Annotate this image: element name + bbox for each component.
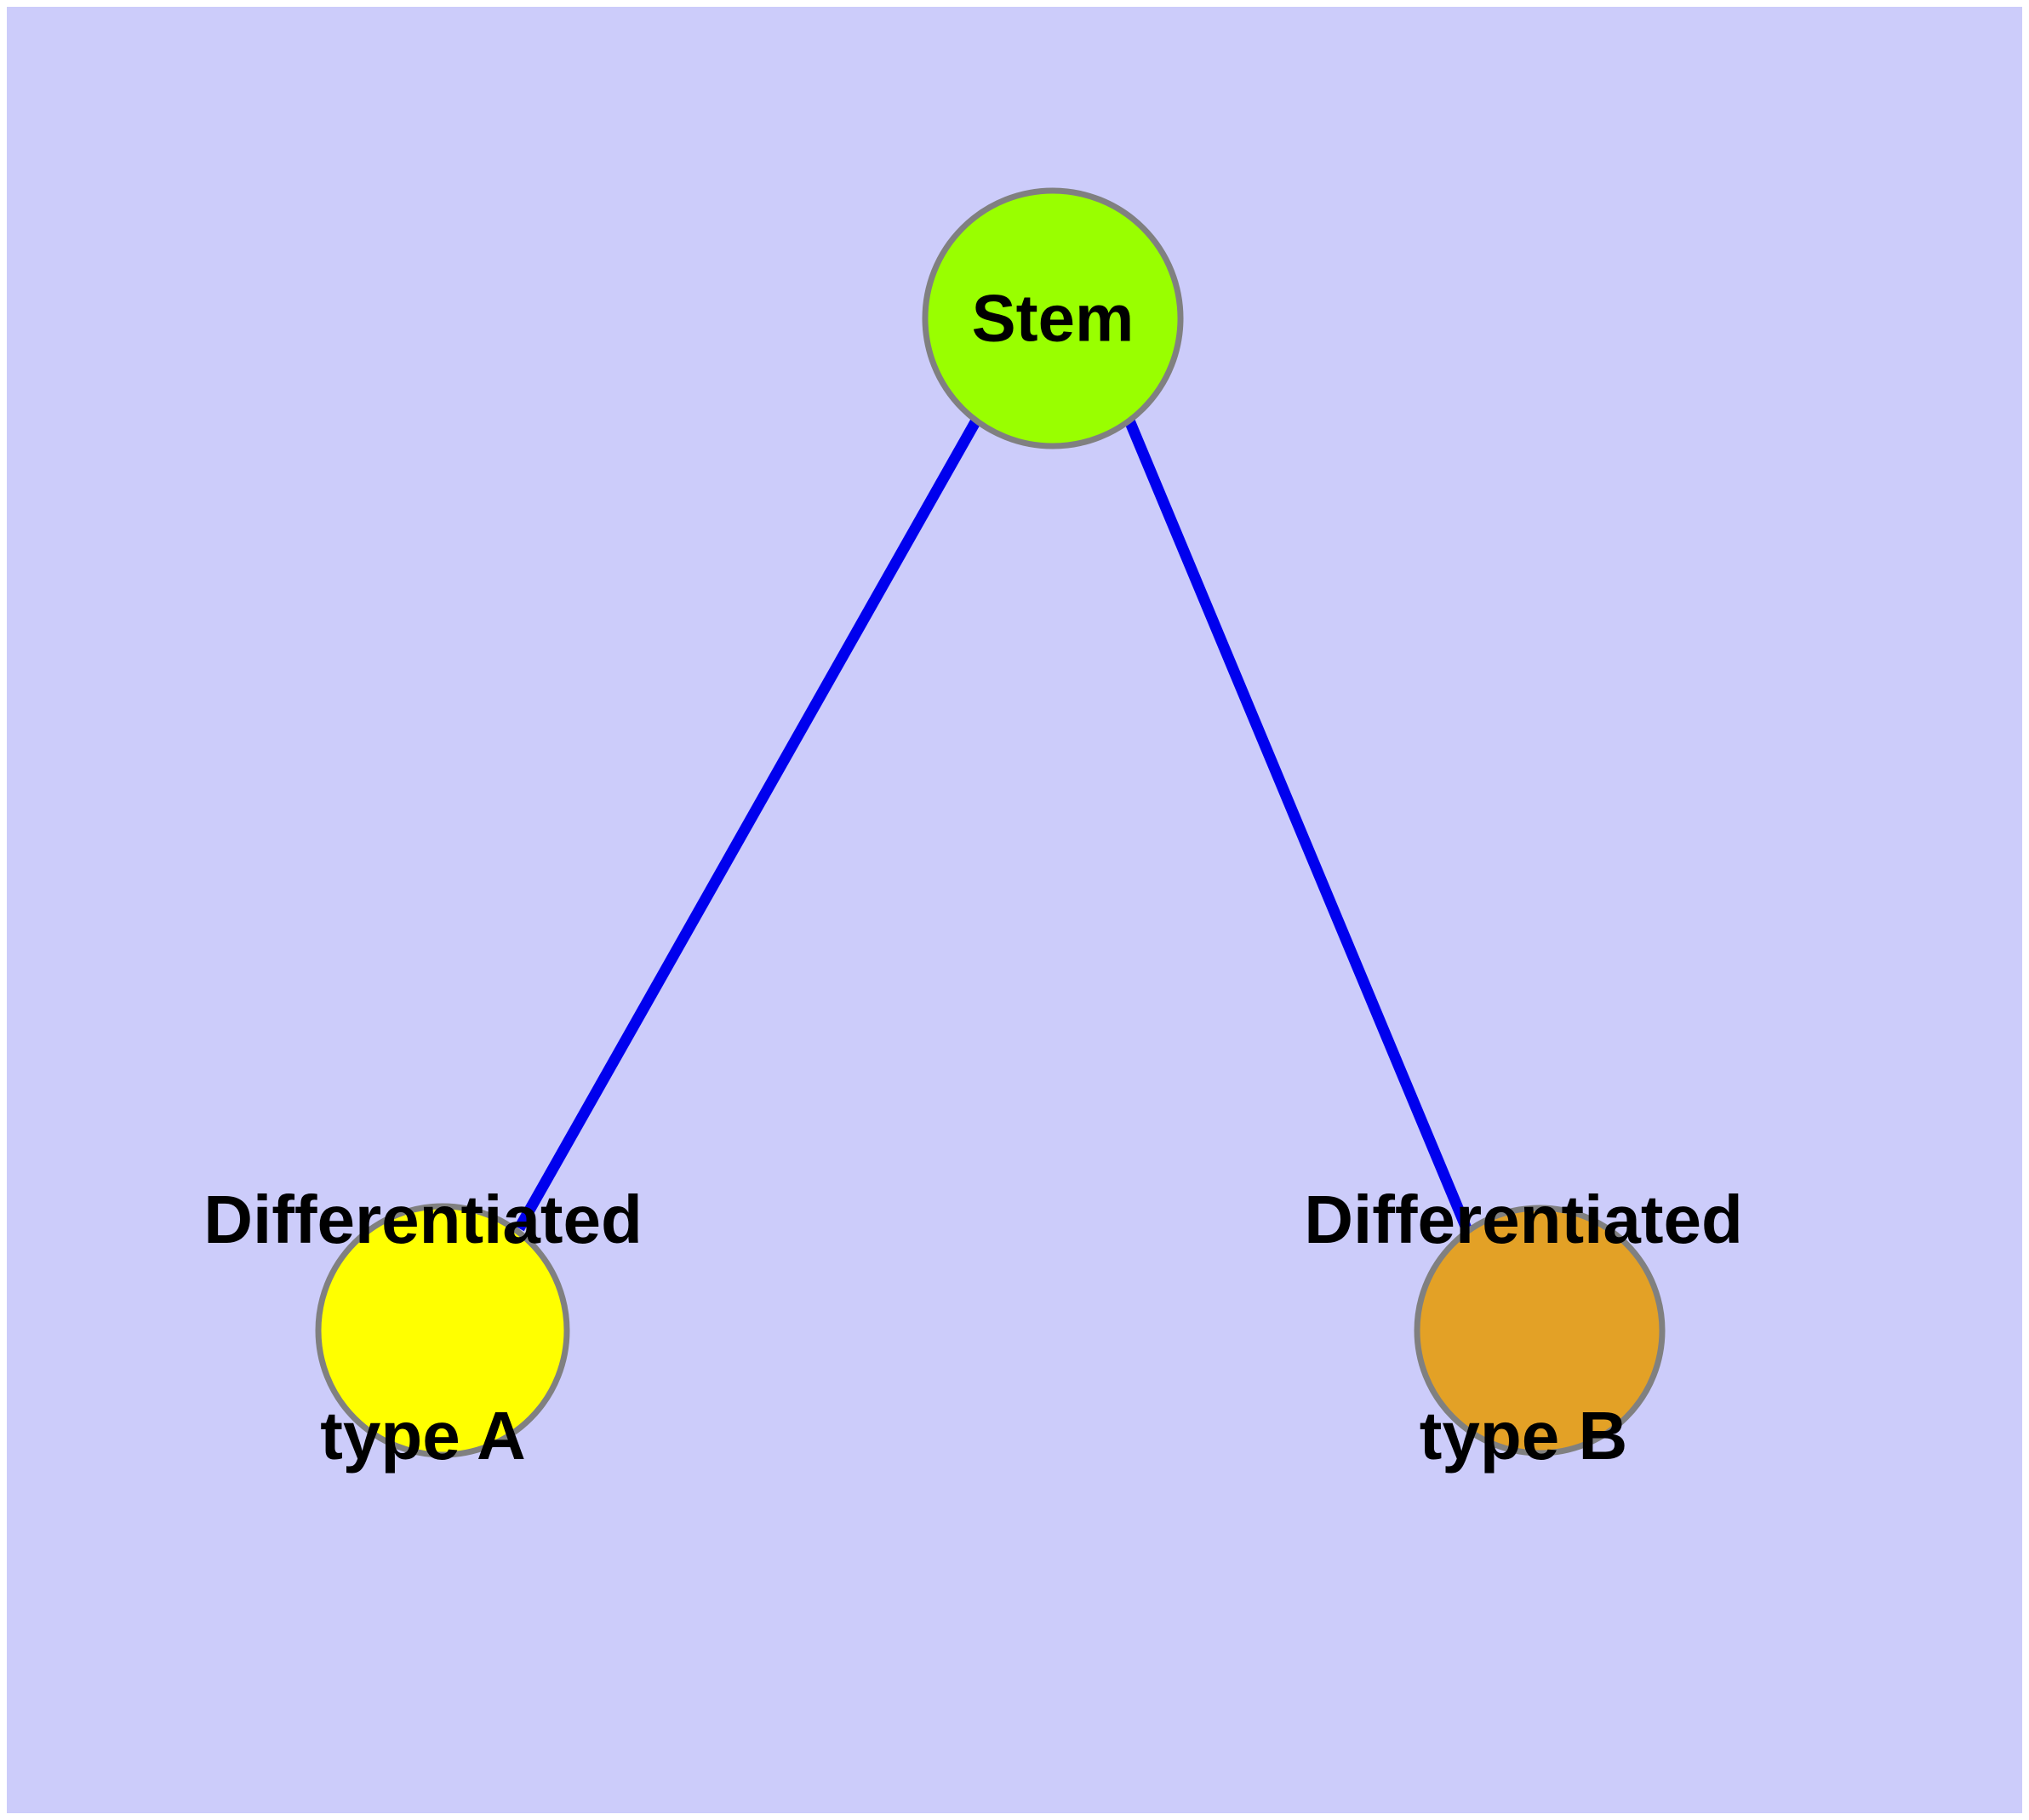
edge-stem-to-diff-a: [514, 417, 981, 1232]
nodes-layer: [315, 187, 1666, 1458]
edge-stem-to-diff-b: [1124, 418, 1472, 1231]
node-differentiated-type-a[interactable]: [315, 1203, 570, 1458]
node-differentiated-type-b[interactable]: [1414, 1205, 1666, 1457]
edges-layer: [514, 417, 1472, 1232]
node-stem[interactable]: [922, 187, 1184, 449]
